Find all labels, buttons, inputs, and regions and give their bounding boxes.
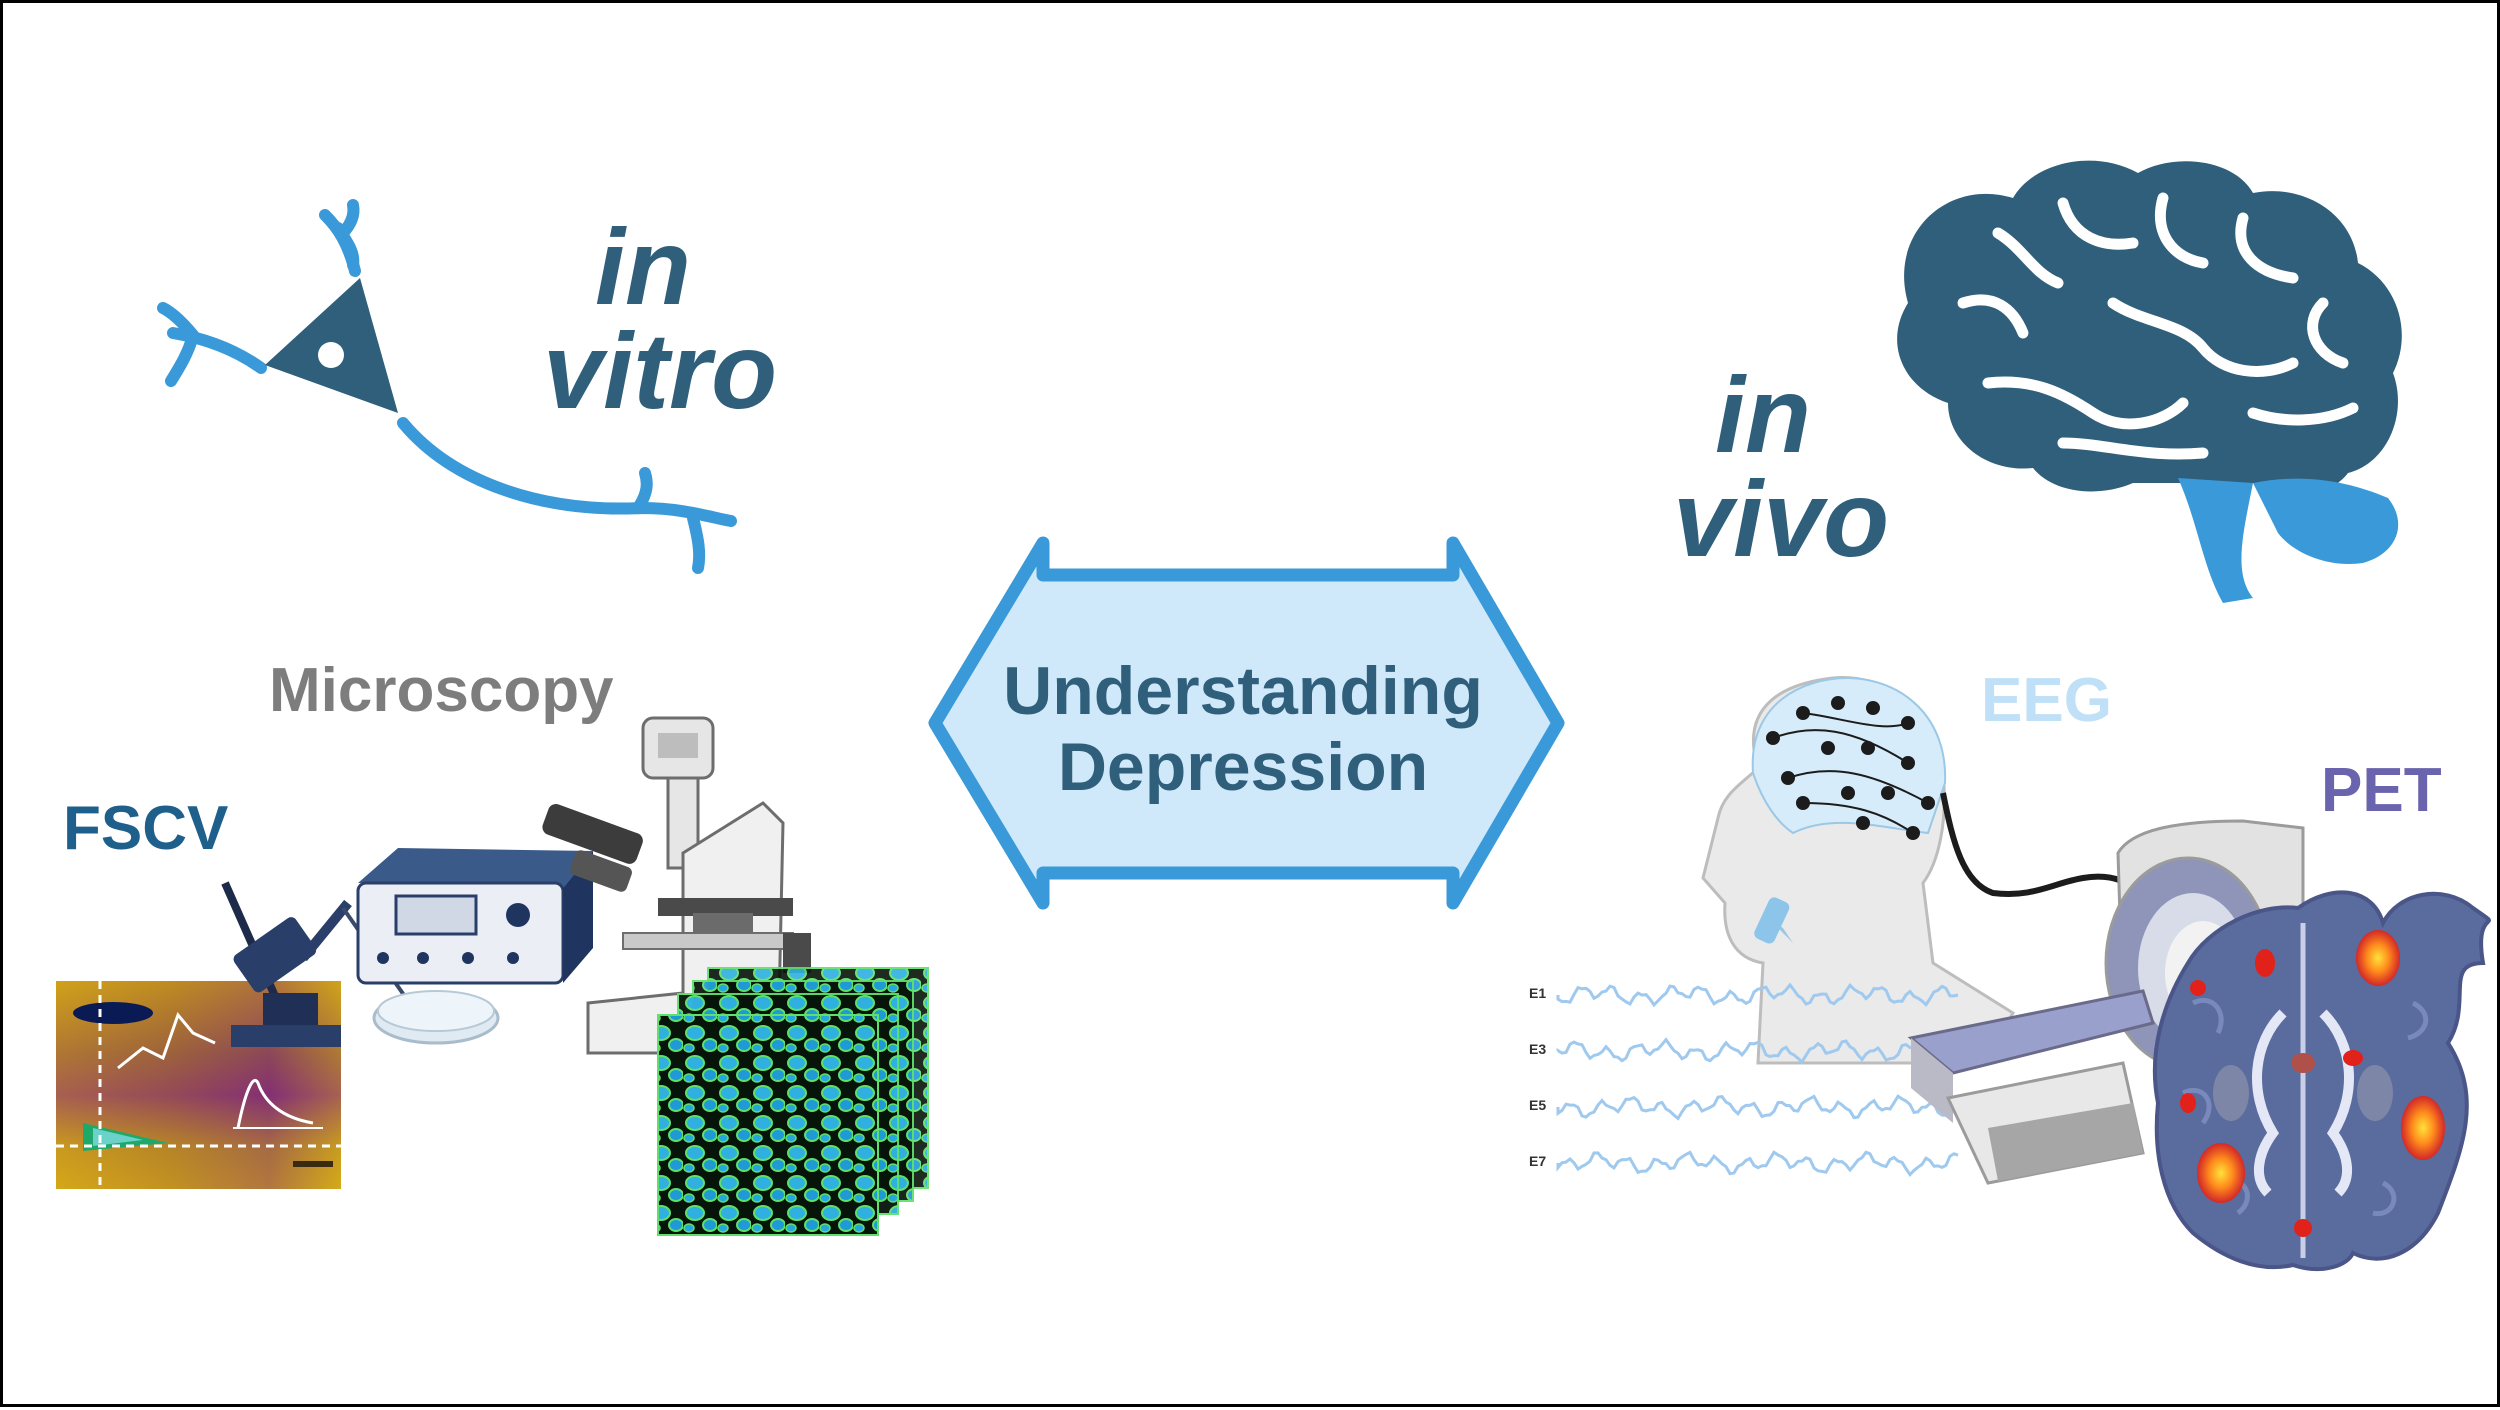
eeg-channel-label: E5 [1529, 1097, 1547, 1113]
petri-dish-icon [372, 990, 500, 1045]
eeg-channel-label: E3 [1529, 1041, 1547, 1057]
eeg-wave [1556, 1094, 1960, 1121]
pet-label: PET [2321, 756, 2442, 825]
eeg-head-icon [1701, 676, 2146, 1065]
eeg-label: EEG [1981, 666, 2112, 735]
electrode-setup-icon [221, 881, 415, 1047]
eeg-traces [1556, 982, 1960, 1177]
eeg-channel-label: E7 [1529, 1153, 1547, 1169]
cell-image-stack [657, 967, 929, 1236]
double-arrow [928, 536, 1565, 910]
center-label: Understanding Depression [963, 653, 1523, 805]
eeg-channel-label: E1 [1529, 985, 1547, 1001]
pet-brain-scan [2152, 890, 2491, 1271]
brain-icon [1897, 160, 2402, 603]
center-line2: Depression [1057, 729, 1429, 805]
illustration-layer [56, 160, 2491, 1271]
microscopy-label: Microscopy [269, 656, 614, 725]
eeg-wave [1556, 982, 1959, 1008]
fscv-color-plot [56, 981, 341, 1189]
in-vitro-line2: vitro [543, 310, 778, 431]
instrument-box-icon [356, 848, 593, 985]
eeg-wave [1556, 1150, 1959, 1177]
neuron-icon [157, 199, 737, 574]
in-vivo-line2: vivo [1673, 458, 1890, 579]
neuron-nucleus [318, 342, 344, 368]
in-vitro-line1: in [595, 206, 691, 327]
fscv-label: FSCV [63, 794, 229, 863]
in-vivo-line1: in [1715, 354, 1811, 475]
center-line1: Understanding [1003, 653, 1483, 729]
in-vitro-label: in vitro [543, 206, 778, 431]
in-vivo-label: in vivo [1673, 354, 1890, 579]
eeg-wave [1556, 1037, 1959, 1065]
